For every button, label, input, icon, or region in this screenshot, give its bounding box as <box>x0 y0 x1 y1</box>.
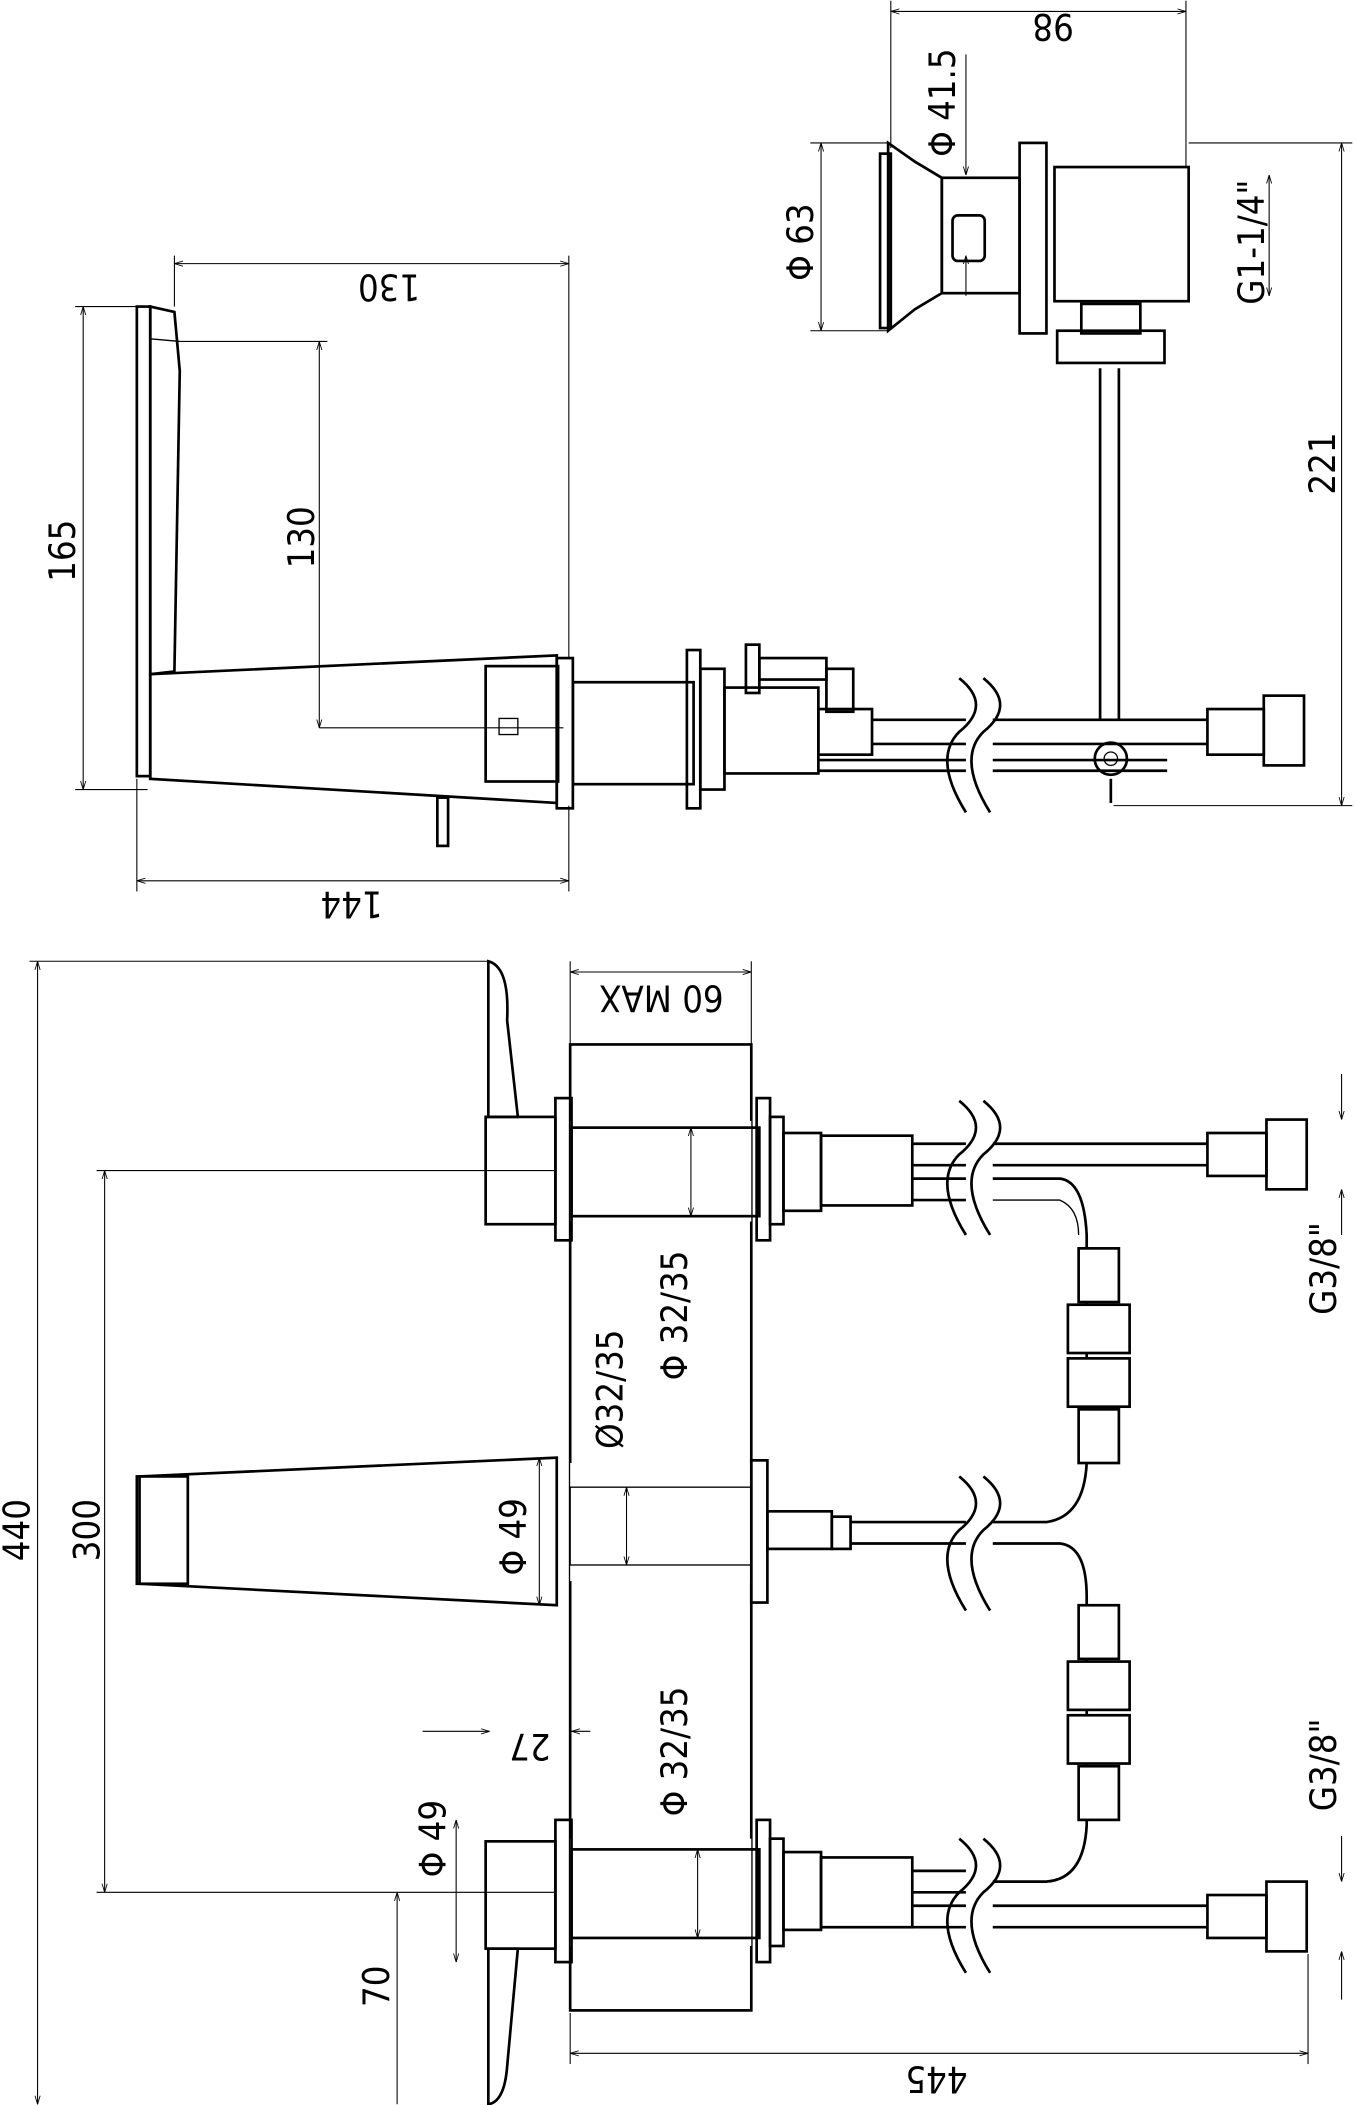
dim-lever-height: 130 <box>280 506 323 568</box>
dim-thread: G1-1/4" <box>1230 180 1273 305</box>
dim-total-length: 440 <box>0 1499 39 1561</box>
dim-total-height: 165 <box>41 520 84 582</box>
dim-hole-mid: Ø32/35 <box>588 1329 631 1449</box>
dim-drain-height: 221 <box>1301 432 1344 494</box>
dim-hole-top: Φ 32/35 <box>653 1251 696 1381</box>
side-dimensions <box>75 0 1353 892</box>
dim-rosette-dia: Φ 63 <box>779 203 822 280</box>
dim-rosette-offset: 27 <box>509 1725 550 1768</box>
dim-hole-bottom: Φ 32/35 <box>653 1687 696 1817</box>
side-labels: 98 Φ 41.5 Φ 63 G1-1/4" 221 130 130 165 1… <box>41 5 1344 925</box>
dim-top-width: 98 <box>1032 5 1073 48</box>
dim-spout-dia: Φ 49 <box>492 1498 535 1575</box>
dim-body-depth: 144 <box>320 883 382 926</box>
dim-handle-offset: 70 <box>355 1966 398 2007</box>
dim-handle-dia: Φ 49 <box>411 1800 454 1877</box>
side-view <box>135 140 1306 848</box>
dim-wall-max: 60 MAX <box>599 976 724 1019</box>
dim-spout-reach: 130 <box>358 265 420 308</box>
dim-button-dia: Φ 41.5 <box>921 48 964 157</box>
dim-total-depth: 445 <box>905 2058 967 2101</box>
dim-thread-top: G3/8" <box>1302 1222 1345 1315</box>
dim-thread-bottom: G3/8" <box>1302 1719 1345 1812</box>
plan-dimensions <box>29 960 1342 2105</box>
plan-view <box>135 959 1309 2105</box>
dim-centres: 300 <box>65 1499 108 1561</box>
plan-labels: 60 MAX G3/8" G3/8" Φ 32/35 Ø32/35 Φ 32/3… <box>0 976 1345 2100</box>
